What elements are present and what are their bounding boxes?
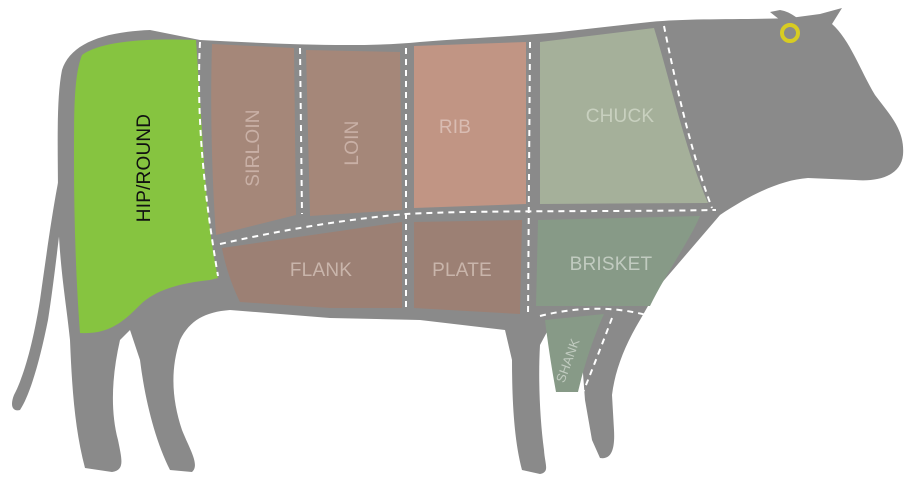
label-hip-round: HIP/ROUND [134,114,155,222]
label-brisket: BRISKET [570,254,653,275]
label-plate: PLATE [432,260,492,281]
label-flank: FLANK [290,260,352,281]
label-rib: RIB [439,117,471,138]
label-loin: LOIN [342,120,363,165]
label-sirloin: SIRLOIN [243,109,264,186]
label-chuck: CHUCK [586,106,655,127]
